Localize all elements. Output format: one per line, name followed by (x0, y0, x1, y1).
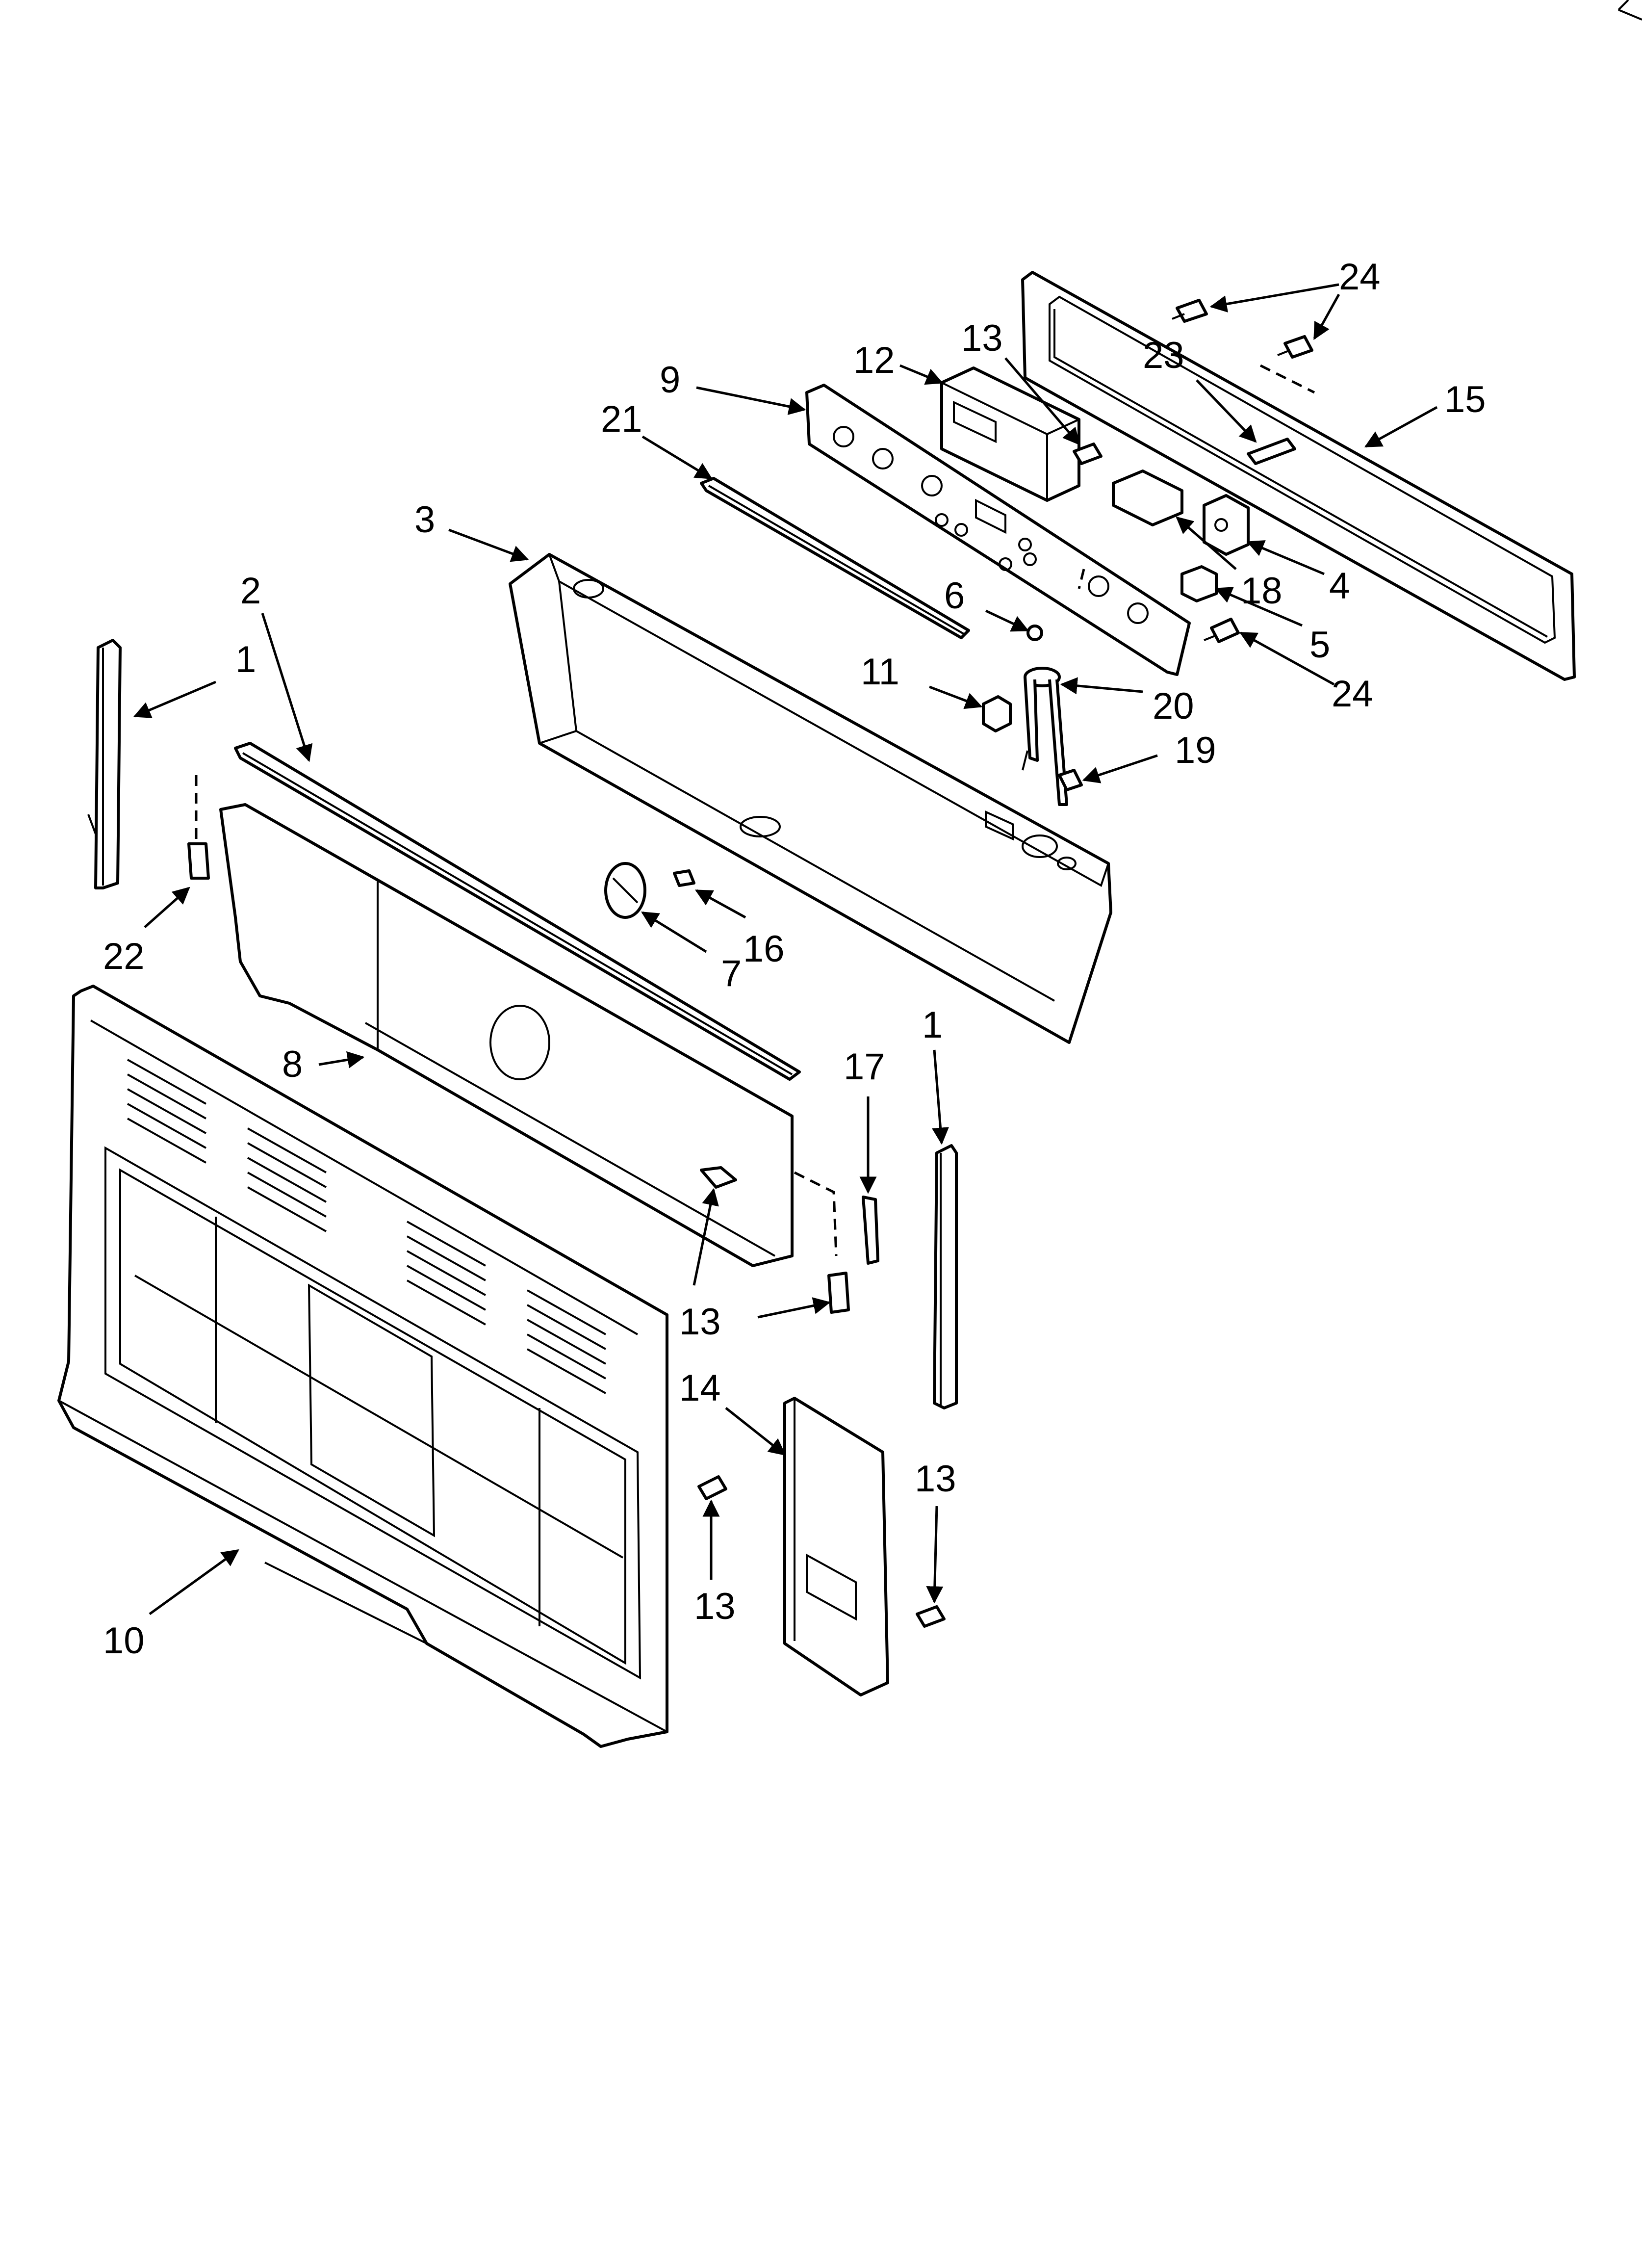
callout-label: 6 (944, 575, 965, 617)
callout-label: 12 (853, 339, 895, 381)
callout-24-right: 24 (1239, 631, 1373, 715)
callout-12: 12 (853, 339, 944, 385)
callout-label: 1 (235, 639, 256, 680)
callout-label: 7 (721, 953, 742, 994)
part-13-screw-top (1073, 443, 1103, 465)
part-10-back-panel (57, 985, 668, 1748)
part-2-panel-bracket (234, 742, 801, 1081)
part-18-display-window (1112, 469, 1183, 526)
part-11-switch (982, 695, 1012, 732)
callout-13-center: 13 (679, 1188, 831, 1343)
callout-label: 5 (1309, 624, 1330, 666)
part-5-relay (1180, 565, 1218, 602)
callout-2: 2 (240, 570, 313, 762)
callout-label: 13 (915, 1458, 956, 1500)
callout-3: 3 (414, 499, 529, 562)
callout-label: 11 (861, 651, 899, 693)
callout-23: 23 (1143, 335, 1257, 443)
callout-label: 13 (694, 1586, 736, 1627)
callout-label: 9 (660, 359, 680, 401)
callout-label: 2 (240, 570, 261, 612)
callout-label: 18 (1241, 570, 1283, 612)
callout-13-bottom: 13 (915, 1458, 956, 1604)
part-13-screw-right (827, 1272, 850, 1314)
part-24-screw-right (1204, 618, 1240, 643)
callout-10: 10 (103, 1549, 239, 1662)
callout-label: 14 (679, 1367, 721, 1409)
callout-15: 15 (1364, 379, 1486, 448)
callout-14: 14 (679, 1367, 786, 1456)
dashed-line-24 (1259, 364, 1315, 394)
callout-label: 17 (844, 1046, 885, 1088)
callout-label: 4 (1329, 565, 1350, 607)
part-22-screw (187, 842, 210, 880)
callout-label: 3 (414, 499, 435, 541)
callout-16: 16 (694, 889, 785, 970)
part-24-screw-top-a (1172, 299, 1208, 323)
part-13-screw-lower (697, 1475, 727, 1500)
callout-1-left: 1 (133, 639, 256, 718)
callout-label: 24 (1332, 673, 1373, 715)
callout-label: 19 (1175, 730, 1216, 771)
part-13-screw-bottom (916, 1605, 946, 1628)
part-14-side-panel (783, 1397, 889, 1696)
callout-5: 5 (1214, 587, 1330, 666)
callout-7: 7 (641, 911, 742, 994)
callout-11: 11 (861, 651, 983, 709)
part-8-back-shield (219, 803, 794, 1267)
part-23-bracket (1247, 438, 1296, 465)
part-24-screw-top-b (1277, 335, 1313, 359)
part-16-screw (673, 869, 695, 887)
part-12-electronic-control (940, 366, 1080, 502)
callout-22: 22 (103, 886, 190, 977)
callout-24-top: 24 (1209, 256, 1381, 340)
callout-9: 9 (660, 359, 806, 415)
callout-label: 1 (922, 1004, 943, 1046)
callout-label: 22 (103, 936, 145, 977)
part-9-console-panel (805, 384, 1191, 676)
callout-label: 21 (601, 398, 642, 440)
dashed-line-13 (794, 1171, 838, 1256)
callout-21: 21 (601, 398, 713, 480)
callout-label: 24 (1339, 256, 1381, 298)
part-17-clip (862, 1196, 879, 1265)
part-20-probe (1022, 667, 1068, 806)
callout-4: 4 (1246, 540, 1350, 607)
callout-label: 10 (103, 1620, 145, 1662)
callout-20: 20 (1060, 677, 1194, 727)
callout-label: 20 (1153, 685, 1194, 727)
callout-label: 13 (961, 317, 1003, 359)
part-6-screw (1026, 625, 1043, 641)
callout-label: 8 (282, 1043, 303, 1085)
part-3-control-panel-housing (509, 553, 1112, 1044)
callout-label: 16 (743, 928, 785, 970)
callout-19: 19 (1082, 730, 1216, 783)
callout-13-lower: 13 (694, 1499, 736, 1627)
callout-6: 6 (944, 575, 1029, 632)
part-13-screw-center (700, 1166, 737, 1189)
part-1-side-bracket-right (933, 1144, 958, 1409)
callout-17: 17 (844, 1046, 885, 1194)
part-19-clip (1058, 769, 1083, 791)
part-1-side-bracket-left (87, 639, 122, 889)
callout-label: 15 (1444, 379, 1486, 420)
callout-13-top: 13 (961, 317, 1080, 445)
callout-1-right: 1 (922, 1004, 949, 1145)
part-7-knob (604, 862, 646, 919)
callout-18: 18 (1176, 516, 1283, 612)
callout-label: 23 (1143, 335, 1184, 376)
corner-mark (1617, 0, 1642, 21)
part-15-trim-frame (1021, 271, 1576, 681)
callout-label: 13 (679, 1301, 721, 1343)
callout-8: 8 (282, 1043, 365, 1085)
